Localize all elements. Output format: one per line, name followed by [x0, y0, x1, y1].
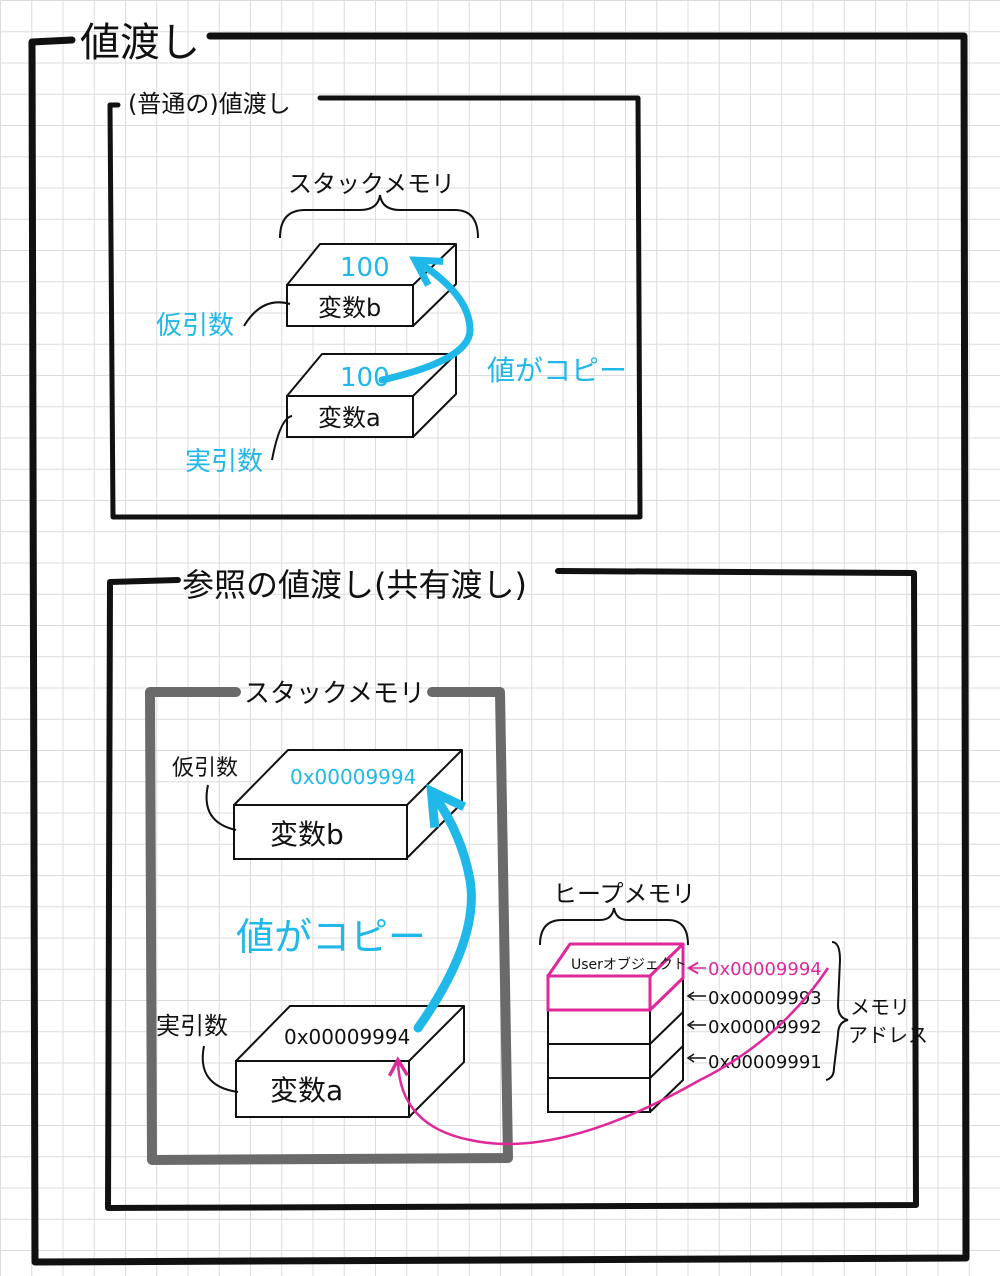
address-9992: 0x00009992 — [708, 1017, 822, 1038]
normal-copy-arrow — [378, 256, 474, 384]
memory-address-label-2: アドレス — [848, 1023, 928, 1047]
normal-box-b-value: 100 — [340, 253, 390, 283]
normal-title: (普通の)値渡し — [128, 90, 291, 118]
main-title: 値渡し — [80, 20, 200, 66]
reference-arg-leader — [201, 1045, 239, 1093]
address-9993: 0x00009993 — [708, 988, 822, 1009]
heap-brace — [539, 907, 689, 946]
reference-copy-arrow — [413, 783, 476, 1033]
reference-box-b-name: 変数b — [270, 818, 344, 851]
reference-box-a: 0x00009994 変数a — [235, 1005, 465, 1118]
heap-stack — [547, 943, 684, 1113]
reference-pointer-arrow — [387, 967, 830, 1146]
normal-frame — [107, 95, 643, 520]
heap-label: ヒープメモリ — [553, 880, 696, 908]
reference-frame — [105, 568, 919, 1211]
normal-param-leader — [243, 301, 291, 327]
normal-stack-label: スタックメモリ — [288, 170, 455, 198]
normal-stack-brace — [279, 194, 479, 239]
user-object-block: Userオブジェクト — [546, 942, 687, 1012]
reference-box-b-value: 0x00009994 — [290, 765, 416, 789]
reference-box-a-value: 0x00009994 — [284, 1025, 410, 1049]
address-list: 0x00009994 0x00009993 0x00009992 0x00009… — [686, 941, 928, 1081]
outer-frame — [28, 32, 970, 1266]
reference-arg-label: 実引数 — [156, 1012, 228, 1040]
address-9991: 0x00009991 — [708, 1052, 822, 1073]
memory-address-label-1: メモリ — [850, 995, 910, 1019]
reference-stack-label: スタックメモリ — [244, 679, 425, 709]
reference-param-leader — [205, 784, 237, 831]
reference-param-label: 仮引数 — [172, 756, 238, 781]
normal-box-a-name: 変数a — [318, 404, 381, 432]
reference-stack-container — [145, 687, 513, 1165]
reference-box-b: 0x00009994 変数b — [233, 749, 463, 860]
normal-arg-leader — [271, 415, 293, 461]
user-object-label: Userオブジェクト — [571, 956, 687, 973]
normal-copy-label: 値がコピー — [487, 354, 627, 387]
normal-box-b: 100 変数b — [286, 243, 457, 327]
address-9994: 0x00009994 — [708, 959, 822, 980]
address-brace — [825, 941, 849, 1081]
normal-arg-label: 実引数 — [185, 447, 263, 477]
reference-box-a-name: 変数a — [270, 1074, 343, 1107]
reference-title: 参照の値渡し(共有渡し) — [182, 566, 527, 604]
normal-param-label: 仮引数 — [156, 311, 234, 341]
normal-box-b-name: 変数b — [318, 294, 381, 322]
reference-copy-label: 値がコピー — [236, 915, 426, 959]
